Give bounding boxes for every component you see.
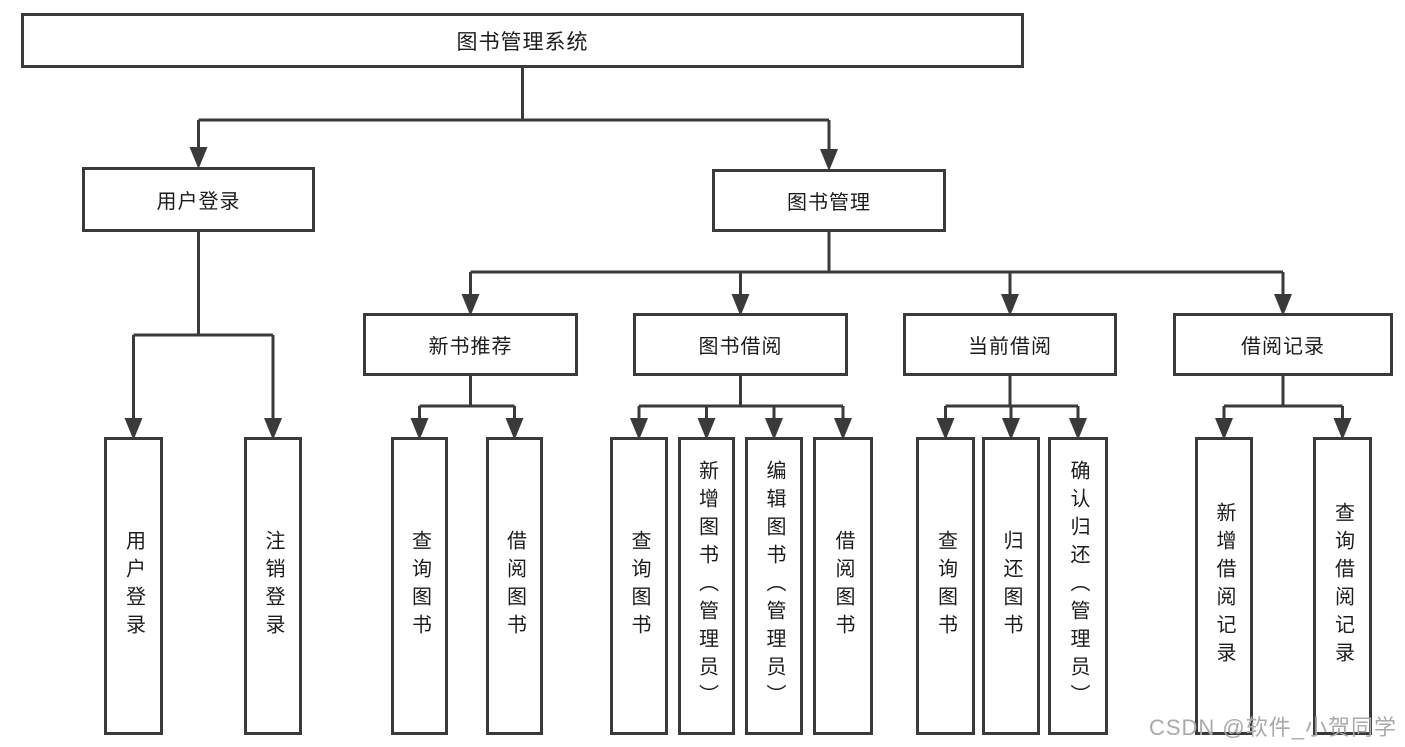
leaf-query-borrow-record-label: 查询借阅记录	[1331, 502, 1354, 670]
leaf-query-books-recommend-label: 查询图书	[408, 530, 431, 642]
leaf-confirm-return-admin: 确认归还（管理员）	[1048, 437, 1108, 735]
node-new-book-recommend: 新书推荐	[363, 313, 578, 376]
leaf-user-login-label: 用户登录	[122, 530, 145, 642]
leaf-query-books-borrow: 查询图书	[610, 437, 668, 735]
leaf-user-login: 用户登录	[104, 437, 163, 735]
node-user-login-label: 用户登录	[156, 191, 241, 213]
leaf-edit-books-admin: 编辑图书（管理员）	[745, 437, 803, 735]
leaf-return-books: 归还图书	[982, 437, 1040, 735]
node-new-book-recommend-label: 新书推荐	[428, 336, 513, 358]
node-root-system: 图书管理系统	[21, 13, 1024, 68]
csdn-watermark: CSDN @软件_小贺同学	[1148, 715, 1397, 740]
node-book-management: 图书管理	[712, 169, 946, 232]
node-book-management-label: 图书管理	[787, 192, 871, 214]
leaf-borrow-books-label: 借阅图书	[832, 530, 854, 642]
leaf-edit-books-admin-label: 编辑图书（管理员）	[763, 460, 785, 712]
leaf-query-books-recommend: 查询图书	[391, 437, 448, 735]
leaf-add-borrow-record-label: 新增借阅记录	[1213, 502, 1235, 670]
leaf-query-books-current-label: 查询图书	[934, 530, 957, 642]
node-borrow-records-label: 借阅记录	[1241, 336, 1325, 358]
leaf-borrow-books: 借阅图书	[813, 437, 873, 735]
leaf-return-books-label: 归还图书	[1000, 530, 1022, 642]
leaf-add-books-admin: 新增图书（管理员）	[678, 437, 735, 735]
node-root-label: 图书管理系统	[456, 30, 589, 54]
node-borrow-records: 借阅记录	[1173, 313, 1393, 376]
leaf-confirm-return-admin-label: 确认归还（管理员）	[1067, 460, 1089, 712]
leaf-borrow-books-recommend-label: 借阅图书	[503, 530, 526, 642]
node-book-borrow-label: 图书借阅	[698, 336, 783, 358]
leaf-add-borrow-record: 新增借阅记录	[1195, 437, 1253, 735]
node-current-borrow-label: 当前借阅	[968, 336, 1052, 358]
node-current-borrow: 当前借阅	[903, 313, 1117, 376]
leaf-borrow-books-recommend: 借阅图书	[486, 437, 543, 735]
leaf-logout-label: 注销登录	[262, 530, 284, 642]
leaf-query-books-borrow-label: 查询图书	[628, 530, 650, 642]
leaf-add-books-admin-label: 新增图书（管理员）	[695, 460, 718, 712]
leaf-logout: 注销登录	[244, 437, 302, 735]
leaf-query-borrow-record: 查询借阅记录	[1313, 437, 1372, 735]
node-user-login: 用户登录	[82, 167, 315, 232]
node-book-borrow: 图书借阅	[633, 313, 848, 376]
leaf-query-books-current: 查询图书	[916, 437, 975, 735]
